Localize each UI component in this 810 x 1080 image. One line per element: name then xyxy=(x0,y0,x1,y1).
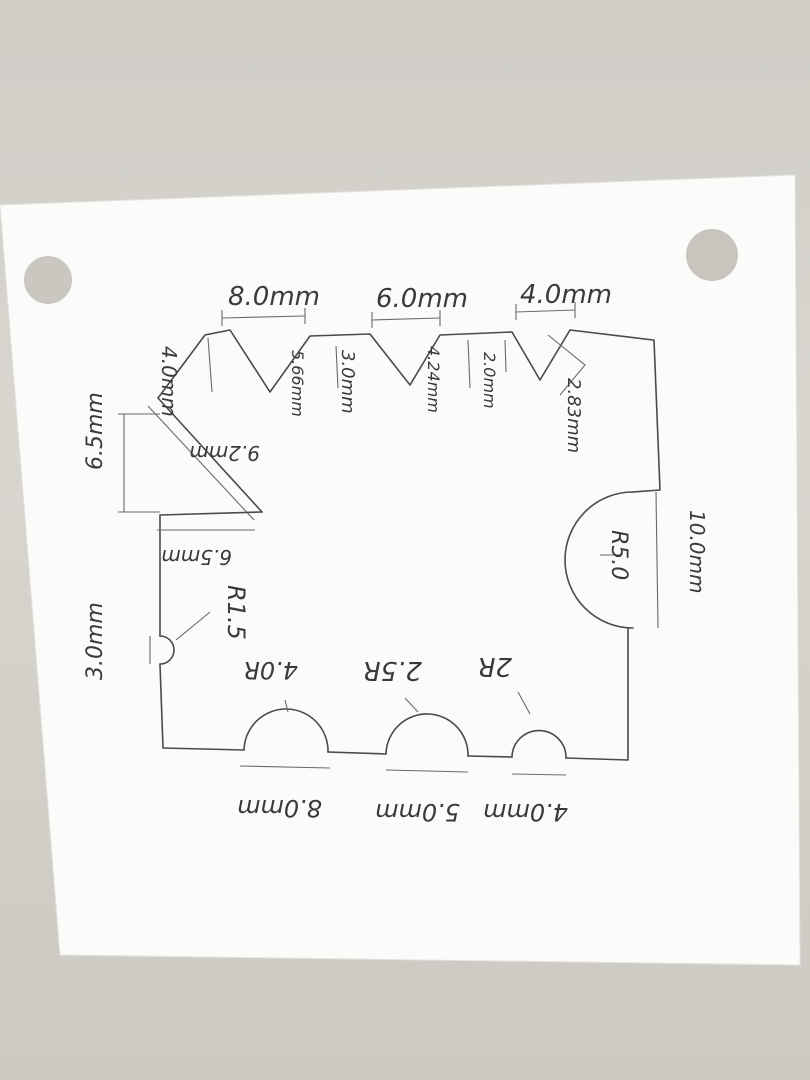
notch-r25 xyxy=(385,713,469,757)
dim-v-424: 4.24mm xyxy=(424,346,443,413)
dim-v-20: 2.0mm xyxy=(480,352,499,409)
label-r2: 2R xyxy=(477,651,512,681)
dim-v-30: 3.0mm xyxy=(337,350,358,414)
dim-bot-4: 4.0mm xyxy=(483,798,568,826)
notch-r15 xyxy=(159,635,175,665)
dim-left-30: 3.0mm xyxy=(83,602,108,680)
label-r50: R5.0 xyxy=(606,530,631,580)
dim-v-283: 2.83mm xyxy=(563,378,584,453)
notch-r2 xyxy=(511,729,567,759)
dim-diag-92: 9.2mm xyxy=(189,441,260,465)
label-r25: 2.5R xyxy=(363,655,422,685)
dimension-lines xyxy=(118,302,659,776)
dim-diag-40: 4.0mm xyxy=(157,346,181,417)
dim-left-65: 6.5mm xyxy=(83,392,108,470)
punch-hole-right xyxy=(686,229,738,281)
notch-r50 xyxy=(564,491,634,629)
label-r40: 4.0R xyxy=(243,656,298,684)
part-outline xyxy=(147,329,661,761)
label-r15: R1.5 xyxy=(222,585,250,640)
dim-top-8: 8.0mm xyxy=(228,282,320,312)
dim-top-6: 6.0mm xyxy=(376,284,468,314)
dim-top-4: 4.0mm xyxy=(520,280,612,310)
dim-left-65b: 6.5mm xyxy=(161,545,232,569)
dim-right-10: 10.0mm xyxy=(685,510,709,594)
dim-bot-8: 8.0mm xyxy=(237,794,322,822)
punch-hole-left xyxy=(24,256,72,304)
dim-bot-5: 5.0mm xyxy=(375,798,460,826)
semicircle-notches xyxy=(159,491,634,759)
paper-sheet xyxy=(0,174,801,966)
dim-v-566: 5.66mm xyxy=(288,350,307,417)
